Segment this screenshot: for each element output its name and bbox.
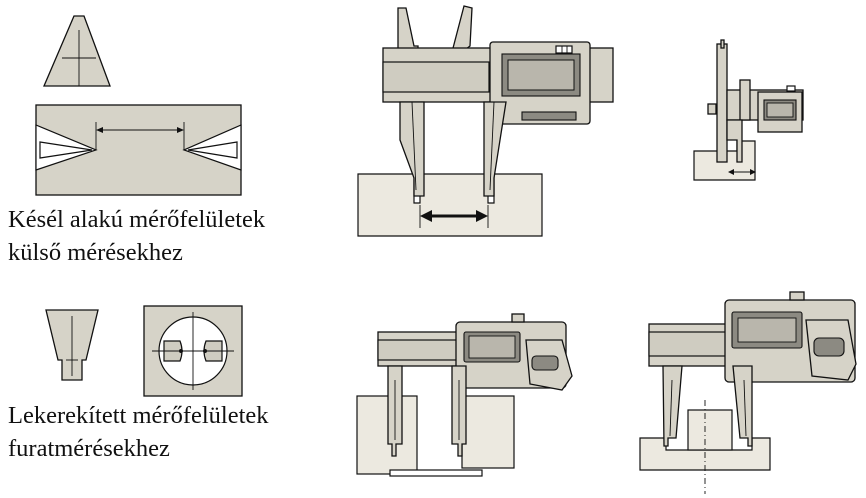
caliper-bore-measure [356, 313, 573, 477]
caption-knife-edge-line2: külső mérésekhez [8, 239, 183, 266]
rounded-bore-section [143, 305, 243, 397]
caliper-outside-measure [357, 5, 614, 237]
caliper-step-measure [693, 39, 804, 181]
caption-rounded: Lekerekített mérőfelületek furatmérésekh… [8, 399, 269, 465]
caption-rounded-line1: Lekerekített mérőfelületek [8, 402, 269, 429]
caliper-groove-measure [639, 291, 857, 494]
caption-rounded-line2: furatmérésekhez [8, 435, 170, 462]
caption-knife-edge: Késél alakú mérőfelületek külső mérésekh… [8, 203, 265, 269]
caption-knife-edge-line1: Késél alakú mérőfelületek [8, 206, 266, 233]
knife-edge-jaw-tip [43, 15, 111, 87]
knife-edge-section [35, 104, 242, 196]
rounded-jaw-tip [45, 309, 99, 381]
